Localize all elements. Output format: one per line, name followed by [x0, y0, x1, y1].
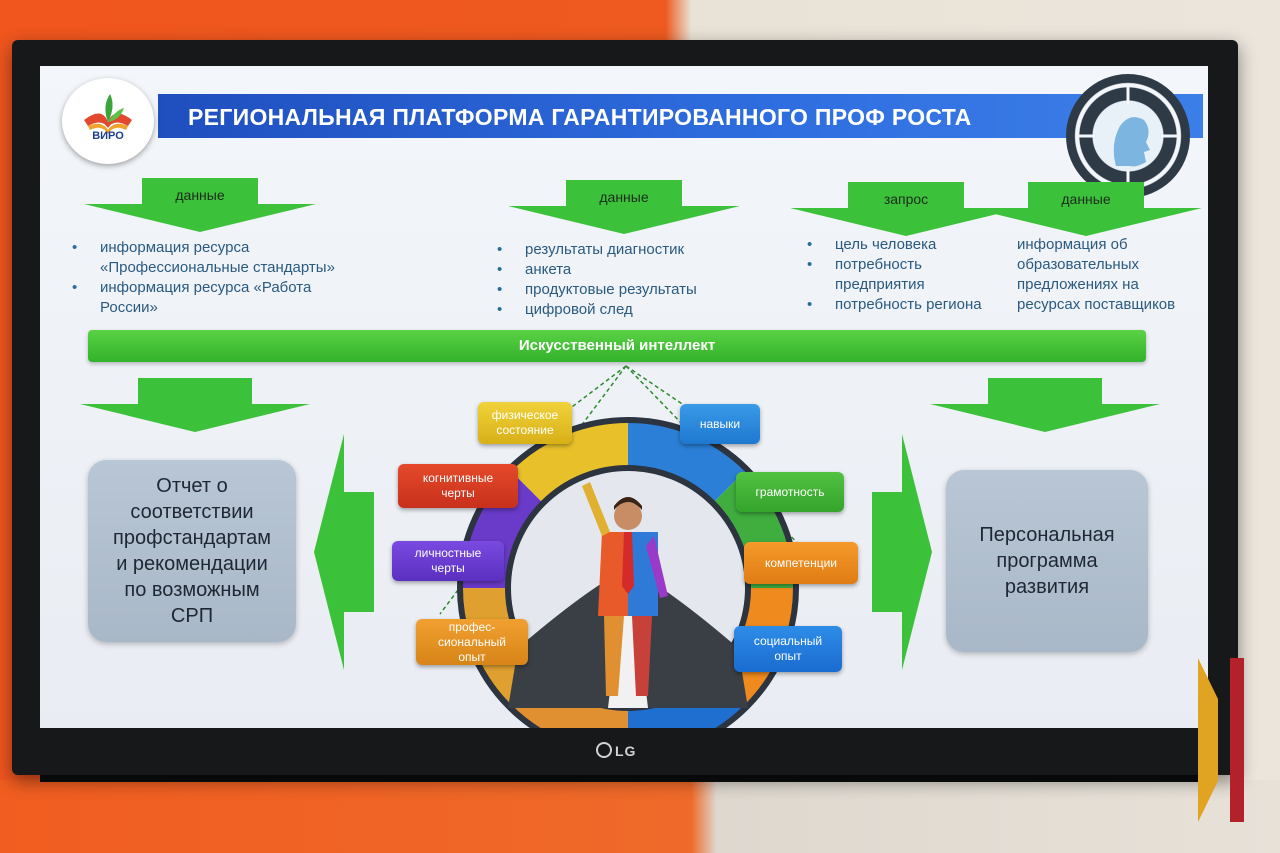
ai-bar: Искусственный интеллект: [88, 330, 1146, 362]
wall-background: [0, 780, 1280, 853]
left-arrow-icon: [314, 434, 374, 670]
data-arrow-1: данные: [84, 178, 316, 232]
report-panel: Отчет о соответствии профстандартам и ре…: [88, 460, 296, 642]
list-item: потребность региона: [807, 295, 1007, 315]
right-down-arrow-icon: [930, 378, 1160, 432]
logo-label: ВИРО: [92, 130, 124, 142]
lg-circle-icon: [596, 742, 612, 758]
head-silhouette-icon: [1076, 84, 1180, 188]
book-sprout-icon: [84, 94, 132, 134]
right-arrow-icon: [872, 434, 932, 670]
down-arrow-icon: [508, 180, 740, 234]
slide-screen: РЕГИОНАЛЬНАЯ ПЛАТФОРМА ГАРАНТИРОВАННОГО …: [40, 66, 1208, 728]
viro-logo: ВИРО: [62, 78, 154, 164]
corner-decoration: [1198, 658, 1218, 822]
chip-physical-condition: физическое состояние: [478, 402, 572, 444]
list-item: информация ресурса «Работа России»: [72, 278, 372, 318]
request-arrow: запрос: [790, 182, 1022, 236]
development-program-panel: Персональная программа развития: [946, 470, 1148, 652]
chip-professional-experience: профес- сиональный опыт: [416, 619, 528, 665]
chip-social-experience: социальный опыт: [734, 626, 842, 672]
chip-skills: навыки: [680, 404, 760, 444]
slide-title: РЕГИОНАЛЬНАЯ ПЛАТФОРМА ГАРАНТИРОВАННОГО …: [188, 104, 972, 130]
ai-label: Искусственный интеллект: [518, 337, 716, 354]
list-item: потребность предприятия: [807, 255, 1007, 295]
man-figure-icon: [582, 482, 668, 696]
down-arrow-icon: [970, 182, 1202, 236]
column-4-text: информация об образовательных предложени…: [1017, 236, 1176, 313]
chip-cognitive-traits: когнитивные черты: [398, 464, 518, 508]
list-item: продуктовые результаты: [497, 280, 757, 300]
down-arrow-icon: [84, 178, 316, 232]
column-1-list: информация ресурса «Профессиональные ста…: [72, 238, 372, 318]
person-silhouette-badge: [1066, 74, 1190, 198]
left-down-arrow-icon: [80, 378, 310, 432]
corner-decoration-stripe: [1230, 658, 1244, 822]
column-3-list: цель человека потребность предприятия по…: [807, 235, 1007, 315]
development-panel-text: Персональная программа развития: [979, 524, 1115, 598]
list-item: анкета: [497, 260, 757, 280]
title-bar: РЕГИОНАЛЬНАЯ ПЛАТФОРМА ГАРАНТИРОВАННОГО …: [158, 94, 1203, 138]
chip-personal-traits: личностные черты: [392, 541, 504, 581]
column-2-list: результаты диагностик анкета продуктовые…: [497, 240, 757, 320]
list-item: информация ресурса «Профессиональные ста…: [72, 238, 372, 278]
tv-brand-logo: LG: [596, 742, 636, 759]
data-arrow-2: данные: [508, 180, 740, 234]
chip-literacy: грамотность: [736, 472, 844, 512]
data-arrow-4: данные: [970, 182, 1202, 236]
list-item: цель человека: [807, 235, 1007, 255]
chip-competencies: компетенции: [744, 542, 858, 584]
list-item: результаты диагностик: [497, 240, 757, 260]
report-panel-text: Отчет о соответствии профстандартам и ре…: [113, 475, 271, 627]
list-item: цифровой след: [497, 300, 757, 320]
down-arrow-icon: [790, 182, 1022, 236]
